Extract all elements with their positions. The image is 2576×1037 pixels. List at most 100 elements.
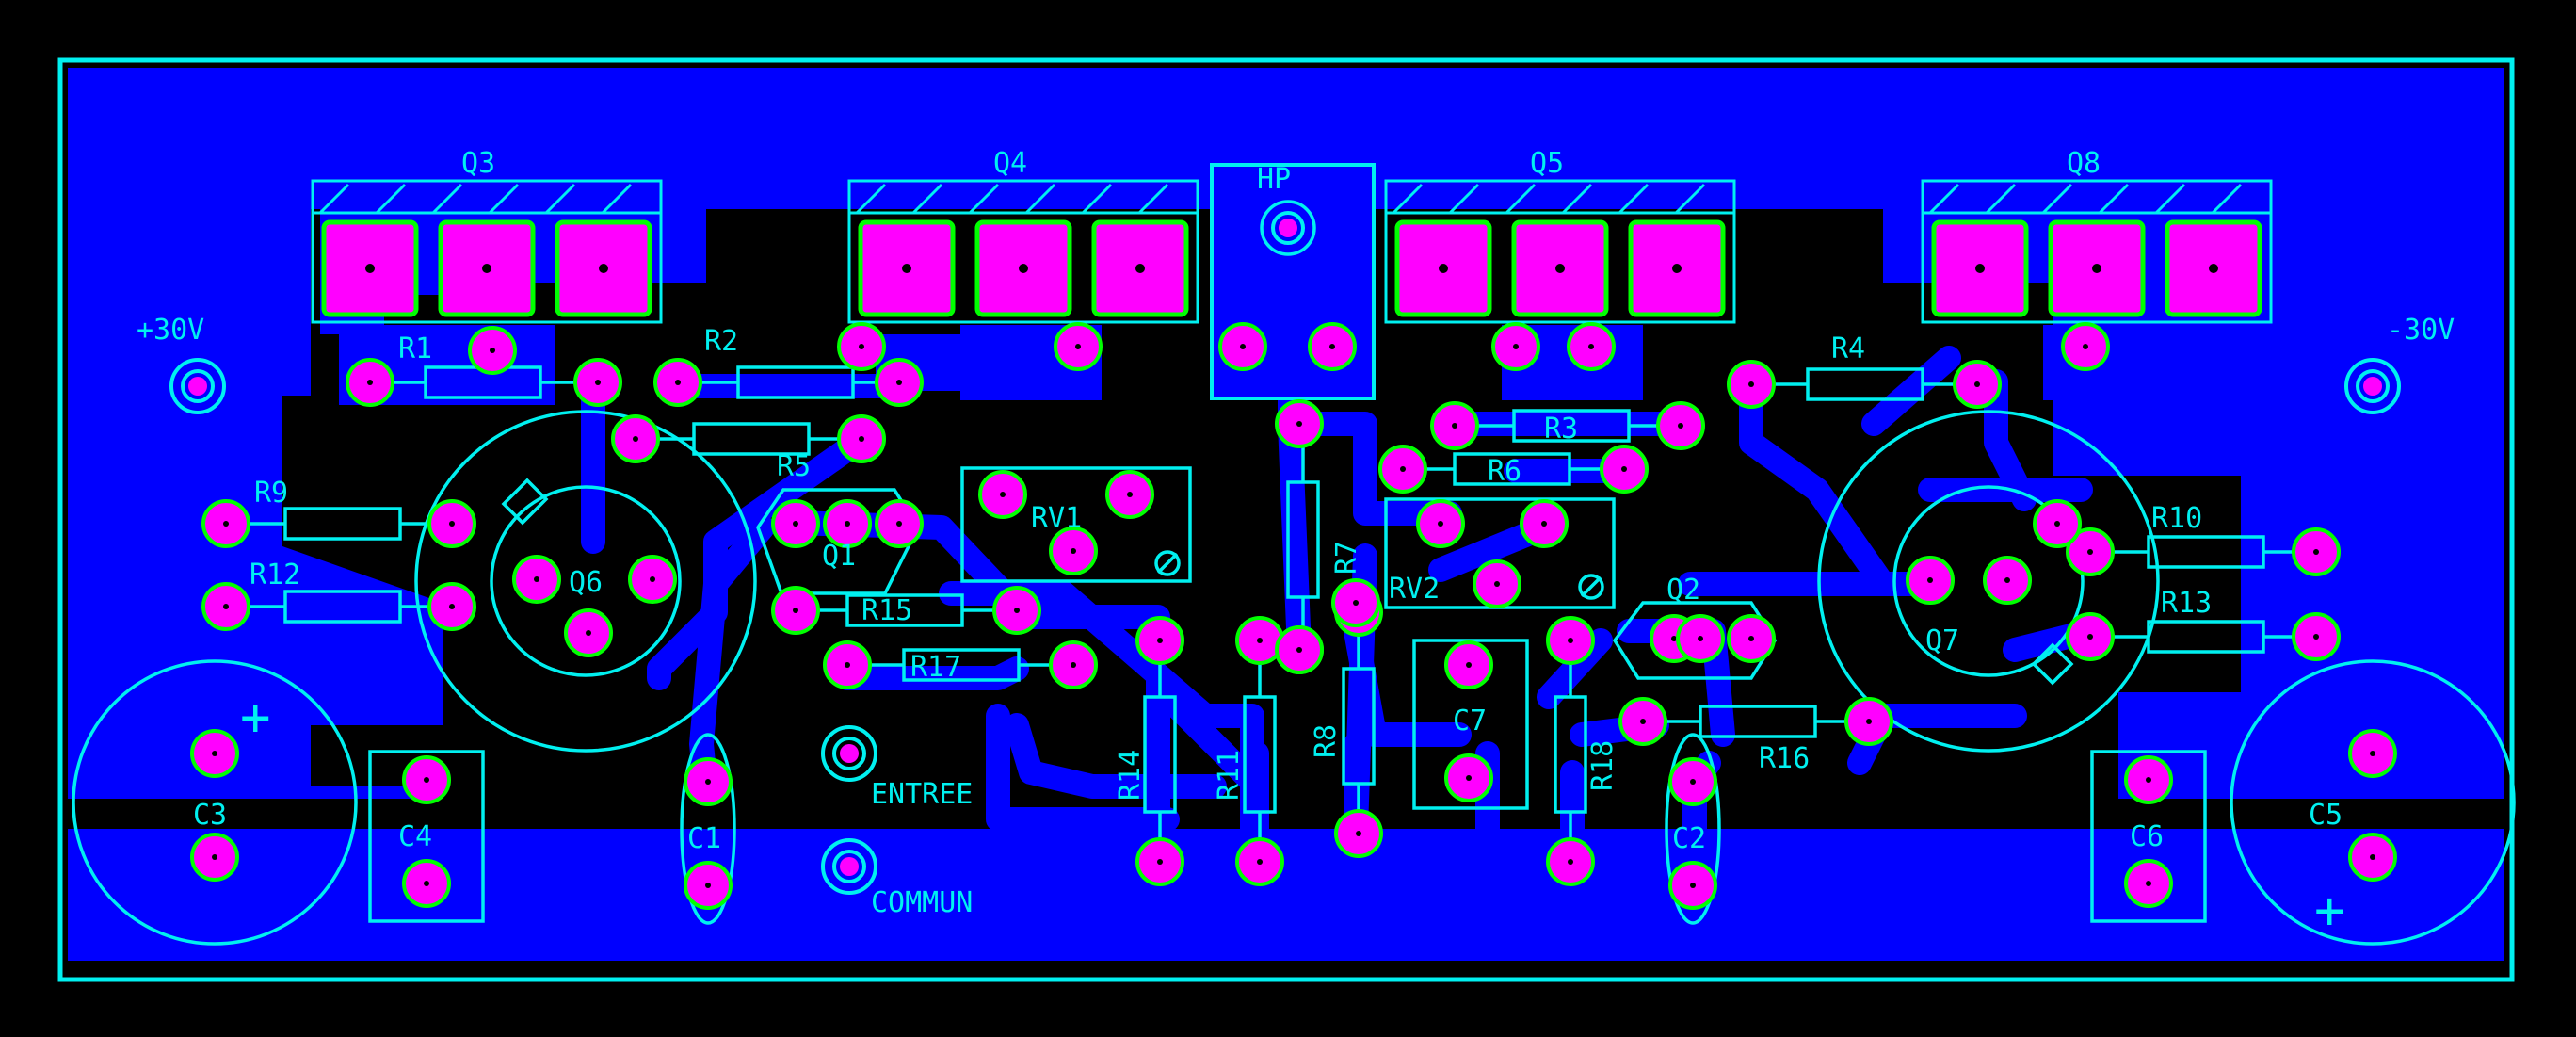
pad-drill	[1513, 344, 1519, 349]
ground-bus-copper	[68, 829, 2504, 857]
pad-drill	[223, 521, 229, 527]
pad-drill	[1690, 779, 1696, 785]
label-rv2: RV2	[1389, 573, 1440, 606]
pad-drill	[896, 380, 902, 385]
square-pad-drill	[482, 264, 491, 273]
pad-drill	[845, 662, 850, 668]
label-r11: R11	[1213, 750, 1246, 801]
pad-drill	[1452, 423, 1457, 429]
pad-drill	[1866, 719, 1872, 724]
silkscreen	[72, 200, 2516, 946]
pad-drill	[2313, 549, 2319, 555]
pad-drill	[1974, 381, 1980, 387]
label-q5: Q5	[1530, 147, 1564, 180]
label-c4: C4	[398, 820, 432, 853]
pad-drill	[586, 630, 591, 636]
pad-drill	[650, 576, 655, 582]
to220-q3	[311, 179, 663, 324]
square-pad-drill	[902, 264, 911, 273]
pad-drill	[1748, 636, 1754, 641]
label-q1: Q1	[822, 540, 856, 573]
pad-drill	[1014, 608, 1020, 613]
pad-drill	[845, 521, 850, 527]
pad-drill	[1927, 577, 1933, 583]
label-c3: C3	[193, 799, 227, 832]
pad-drill	[1240, 344, 1246, 349]
pad-drill	[223, 604, 229, 609]
pad-drill	[595, 380, 601, 385]
label-plus-c5: +	[2314, 881, 2345, 940]
label-r10: R10	[2151, 502, 2202, 535]
pad-drill	[2083, 344, 2088, 349]
label-q2: Q2	[1666, 574, 1700, 607]
pad-drill	[1466, 662, 1472, 668]
label-r6: R6	[1488, 455, 1521, 488]
square-pad-drill	[1672, 264, 1682, 273]
pad-drill	[1541, 521, 1547, 527]
label-minus30v: -30V	[2387, 314, 2455, 347]
pad-drill	[633, 436, 638, 442]
pad-drill	[2313, 634, 2319, 640]
pad-drill	[2146, 881, 2151, 886]
label-q6: Q6	[569, 566, 603, 599]
pad-drill	[1438, 521, 1443, 527]
pad-drill	[1621, 466, 1627, 472]
board-outline	[57, 57, 2515, 982]
pad-drill	[2087, 549, 2093, 555]
label-r14: R14	[1114, 750, 1147, 801]
pad-drill	[2087, 634, 2093, 640]
pad-drill	[2370, 854, 2375, 860]
label-r16: R16	[1759, 742, 1810, 775]
square-pad-drill	[1019, 264, 1028, 273]
pad-drill	[490, 348, 495, 353]
label-plus-c3: +	[240, 688, 271, 747]
label-q8: Q8	[2067, 147, 2101, 180]
label-c6: C6	[2130, 820, 2164, 853]
pad-drill	[449, 521, 455, 527]
connector-centers	[188, 219, 2382, 876]
pad-drill	[1257, 638, 1263, 643]
label-r9: R9	[254, 477, 288, 510]
label-r13: R13	[2161, 587, 2212, 620]
label-c1: C1	[687, 822, 721, 855]
round-pads	[190, 264, 2397, 910]
pad-drill	[1588, 344, 1594, 349]
label-r8: R8	[1310, 724, 1343, 758]
square-pad-drill	[2092, 264, 2101, 273]
label-r2: R2	[704, 325, 738, 358]
pad-drill	[212, 854, 217, 860]
pad-drill	[793, 521, 798, 527]
pad-drill	[1494, 581, 1500, 587]
pad-drill	[1157, 859, 1163, 865]
label-q4: Q4	[993, 147, 1027, 180]
label-r4: R4	[1831, 332, 1865, 365]
square-pad-drill	[2209, 264, 2218, 273]
pad-drill	[1000, 492, 1006, 497]
label-rv1: RV1	[1031, 502, 1082, 535]
pad-drill	[1640, 719, 1646, 724]
pad-drill	[534, 576, 539, 582]
square-pad-drill	[599, 264, 608, 273]
pad-drill	[1690, 883, 1696, 888]
pad-drill	[2146, 777, 2151, 783]
square-pad-drill	[1135, 264, 1145, 273]
pad-drill	[1353, 600, 1359, 606]
connector-rings	[169, 211, 2401, 895]
pad-drill	[859, 344, 864, 349]
to220-q8	[1921, 179, 2273, 324]
pad-drill	[1296, 421, 1302, 427]
to220-q4	[847, 179, 1199, 324]
to220-q5	[1384, 179, 1736, 324]
pad-drill	[1466, 775, 1472, 781]
pad-drill	[2370, 751, 2375, 756]
pad-drill	[1071, 662, 1076, 668]
label-r17: R17	[910, 651, 961, 684]
pad-drill	[1075, 344, 1081, 349]
label-r18: R18	[1586, 740, 1619, 791]
square-pad-drill	[1555, 264, 1565, 273]
label-c2: C2	[1672, 822, 1706, 855]
label-r3: R3	[1544, 413, 1578, 446]
label-r5: R5	[777, 450, 811, 483]
labels: Q3 Q4 Q5 Q8 HP +30V -30V R1 R2 R5 R9 R12…	[137, 147, 2455, 940]
